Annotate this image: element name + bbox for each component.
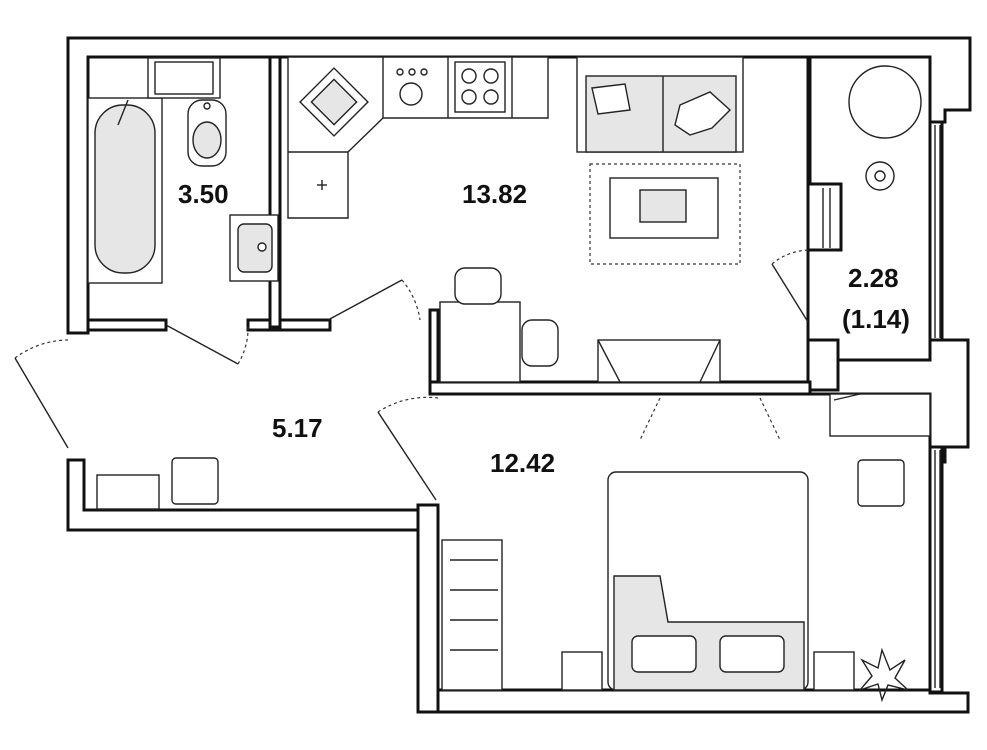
bathtub-icon xyxy=(94,104,156,274)
room-area-hallway: 5.17 xyxy=(272,413,323,443)
nightstand-icon xyxy=(813,651,855,691)
kettle-icon xyxy=(399,82,423,106)
room-area-bathroom: 3.50 xyxy=(178,179,229,209)
socket-icon xyxy=(171,457,219,505)
room-area-balcony: 2.28 xyxy=(848,263,899,293)
bathroom-door xyxy=(165,324,239,365)
balcony-door xyxy=(771,263,809,323)
kitchen-door xyxy=(327,279,403,321)
windows xyxy=(822,125,941,688)
pillow-icon xyxy=(591,83,631,115)
dining-table-icon xyxy=(439,301,521,383)
desk-icon xyxy=(829,393,931,437)
balcony: 2.28 (1.14) xyxy=(842,65,922,334)
bedroom-door xyxy=(377,411,437,501)
socket-icon xyxy=(857,459,905,507)
wardrobe-icon xyxy=(441,539,503,691)
dining-chair-icon xyxy=(454,267,502,305)
cooktop-icon xyxy=(454,61,506,113)
laptop-icon xyxy=(639,189,687,223)
rug-outline xyxy=(589,163,741,265)
kitchen-living-room: 13.82 xyxy=(287,56,744,383)
round-table-icon xyxy=(865,161,895,191)
room-area-kitchen-living: 13.82 xyxy=(462,179,527,209)
pillow-icon xyxy=(631,635,697,673)
tv-viewing-lines xyxy=(639,397,781,441)
room-area-balcony-reduced: (1.14) xyxy=(842,304,910,334)
bathroom: 3.50 xyxy=(87,57,279,284)
plant-icon xyxy=(857,647,909,703)
nightstand-icon xyxy=(561,651,603,691)
hallway: 5.17 xyxy=(96,413,323,510)
room-area-bedroom: 12.42 xyxy=(490,448,555,478)
armchair-icon xyxy=(848,65,922,139)
dining-chair-icon xyxy=(521,319,559,367)
entrance-door xyxy=(14,357,69,449)
tv-stand-icon xyxy=(597,339,721,383)
blanket-icon xyxy=(674,91,732,136)
shoe-cabinet-icon xyxy=(96,474,160,510)
bedroom: 12.42 xyxy=(441,393,931,703)
doors xyxy=(14,249,861,501)
pillow-icon xyxy=(719,635,785,673)
partition-walls xyxy=(86,55,944,714)
